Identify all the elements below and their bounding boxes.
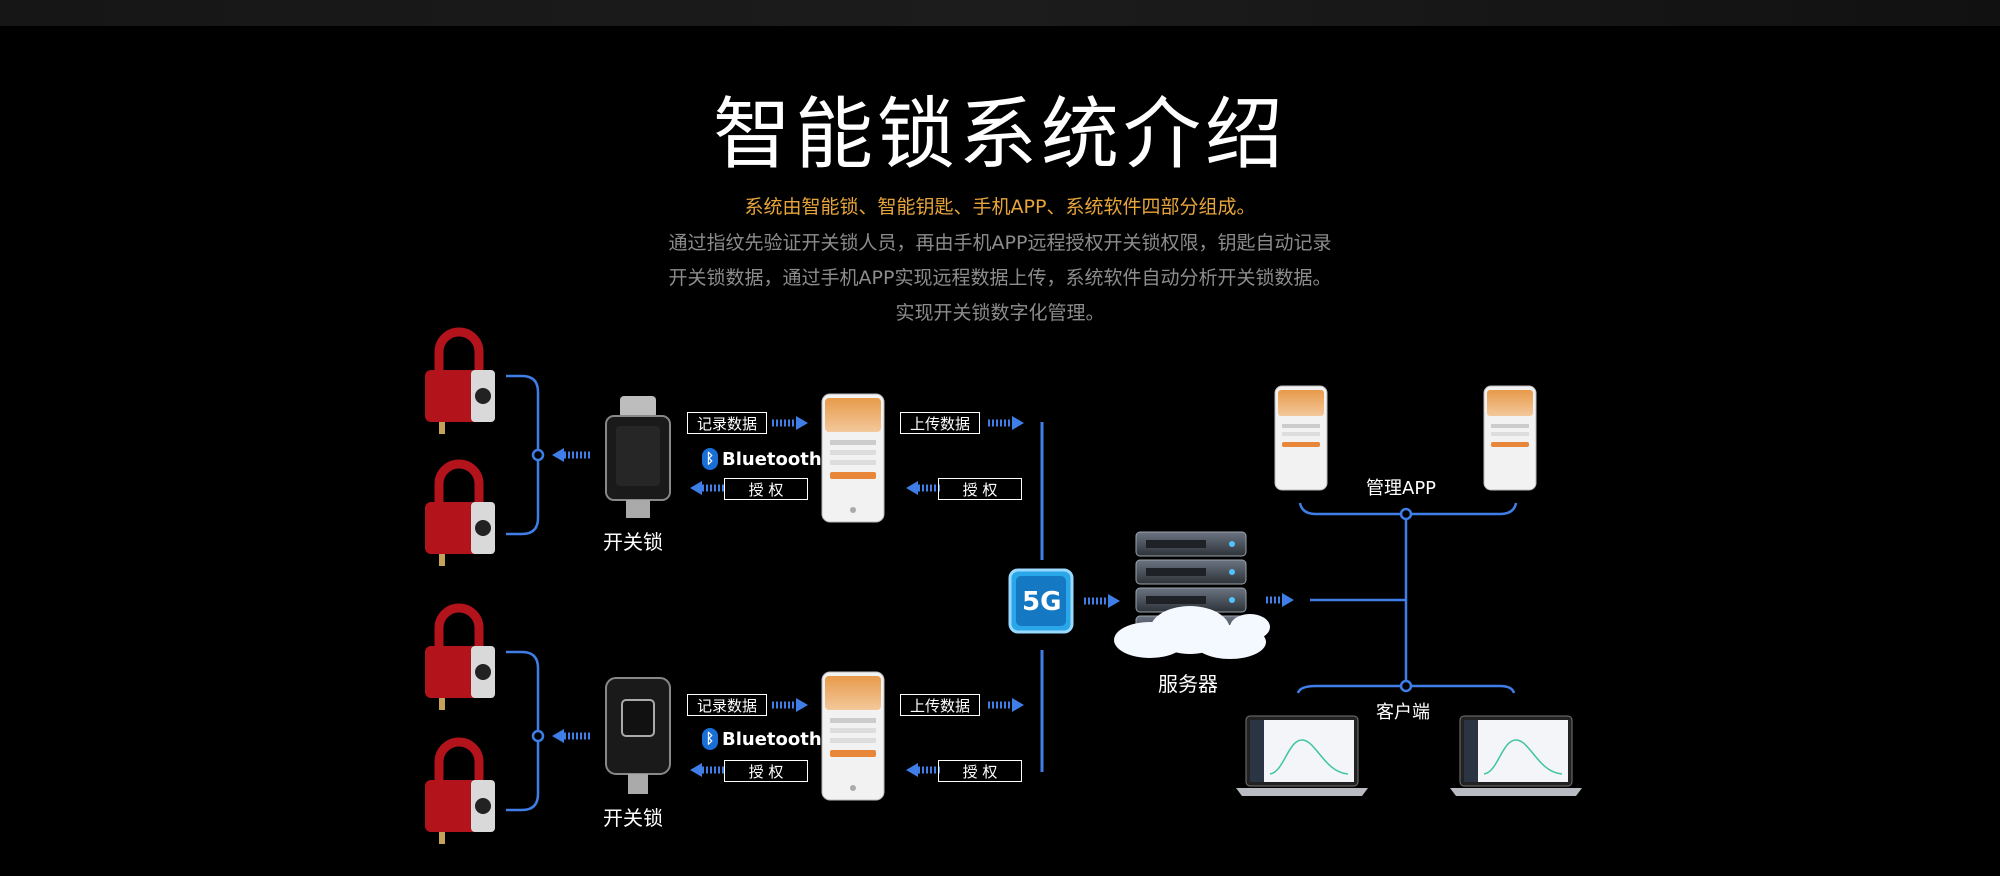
page-title: 智能锁系统介绍 [712, 90, 1287, 180]
padlock-icon [425, 737, 495, 844]
auth-tag-bottom-left: 授 权 [724, 760, 808, 782]
bluetooth-text: Bluetooth [722, 448, 822, 470]
client-label: 客户端 [1376, 702, 1430, 723]
manage-app-label: 管理APP [1366, 478, 1437, 499]
upload-data-tag-top: 上传数据 [900, 412, 980, 434]
server-label: 服务器 [1158, 672, 1218, 696]
cloud-icon [1114, 606, 1270, 659]
manage-phone-icon [1274, 385, 1328, 491]
bluetooth-label-bottom: ᛒ Bluetooth [702, 728, 822, 750]
auth-tag-top-right: 授 权 [938, 478, 1022, 500]
laptop-icon [1236, 715, 1368, 796]
smart-key-icon [605, 396, 671, 518]
padlock-icon [425, 603, 495, 710]
padlock-icon [425, 459, 495, 566]
arrow-head [1108, 594, 1120, 608]
top-bar [0, 0, 2000, 26]
phone-app-icon [821, 393, 885, 523]
upload-data-tag-bottom: 上传数据 [900, 694, 980, 716]
key-label-bottom: 开关锁 [603, 806, 663, 830]
key-label-top: 开关锁 [603, 530, 663, 554]
description-line-1: 通过指纹先验证开关锁人员，再由手机APP远程授权开关锁权限，钥匙自动记录 [668, 232, 1332, 254]
description-line-3: 实现开关锁数字化管理。 [895, 302, 1105, 324]
record-data-tag-bottom: 记录数据 [687, 694, 767, 716]
auth-tag-bottom-right: 授 权 [938, 760, 1022, 782]
distribution-lines [1296, 502, 1518, 694]
manage-phone-icon [1483, 385, 1537, 491]
bluetooth-icon: ᛒ [702, 728, 718, 750]
bluetooth-text: Bluetooth [722, 728, 822, 750]
arrow-key-to-lock [562, 451, 590, 740]
5g-label: 5G [1022, 587, 1062, 617]
auth-tag-top-left: 授 权 [724, 478, 808, 500]
bluetooth-label-top: ᛒ Bluetooth [702, 448, 822, 470]
arrow-head [690, 416, 1024, 777]
laptop-icon [1450, 715, 1582, 796]
phone-app-icon [821, 671, 885, 801]
smart-key-icon [605, 677, 671, 794]
5g-icon [1008, 568, 1074, 634]
padlock-icon [425, 327, 495, 434]
lock-bracket [506, 374, 545, 812]
bluetooth-icon: ᛒ [702, 448, 718, 470]
arrow-head [552, 448, 564, 743]
lead-text: 系统由智能锁、智能钥匙、手机APP、系统软件四部分组成。 [744, 196, 1256, 218]
arrow-head [1282, 593, 1294, 607]
record-data-tag-top: 记录数据 [687, 412, 767, 434]
description-line-2: 开关锁数据，通过手机APP实现远程数据上传，系统软件自动分析开关锁数据。 [668, 267, 1332, 289]
